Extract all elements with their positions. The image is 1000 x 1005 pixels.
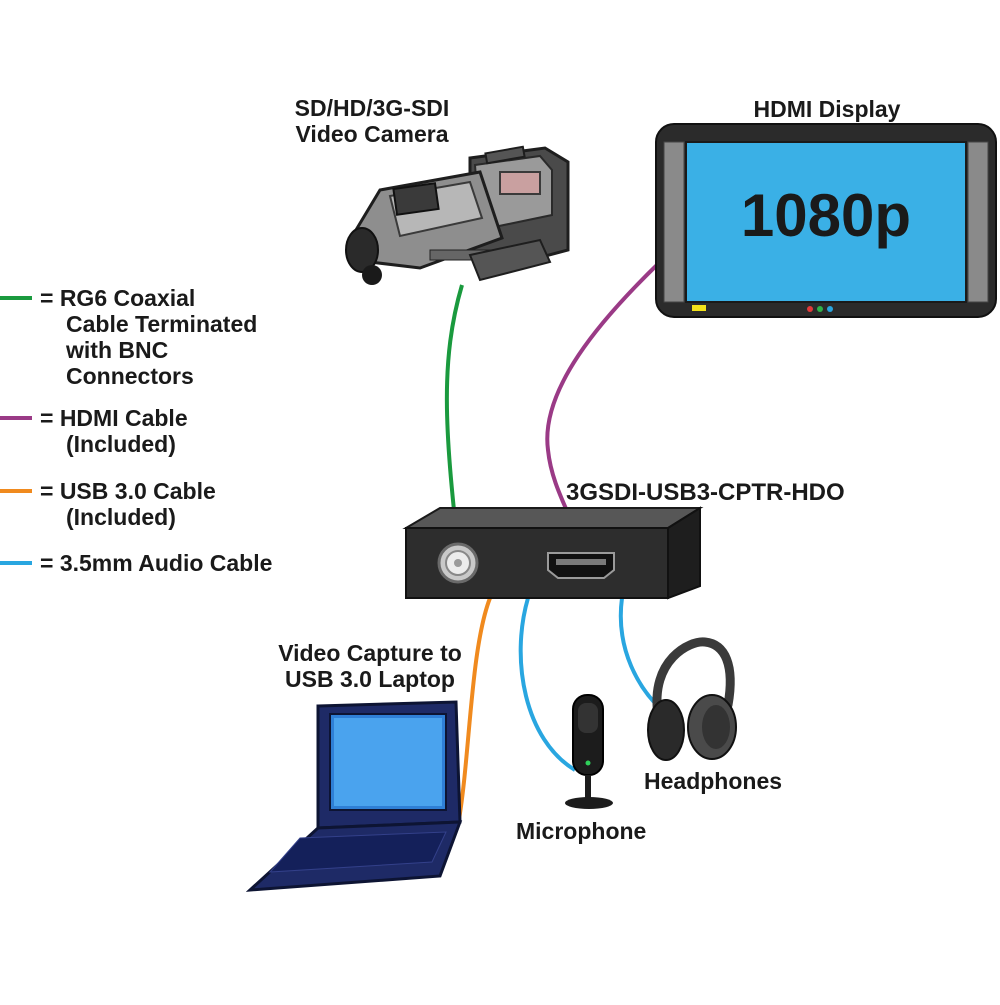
headphones-icon: [647, 637, 737, 761]
legend-item-audio: = 3.5mm Audio Cable: [0, 550, 272, 576]
legend-swatch-audio: [0, 561, 32, 565]
coax-cable: [444, 284, 464, 549]
hdmi-display-icon: [655, 123, 997, 318]
display-resolution-text: 1080p: [741, 182, 911, 249]
display-title: HDMI Display: [753, 96, 901, 122]
camera-label-line1: SD/HD/3G-SDI: [294, 95, 450, 121]
headphones-label: Headphones: [644, 768, 783, 794]
legend-text-line: = USB 3.0 Cable: [40, 478, 216, 504]
camera-label-line2: Video Camera: [295, 121, 449, 147]
microphone-icon: [565, 694, 613, 809]
usb-cable: [456, 597, 492, 826]
laptop-icon: [245, 700, 463, 892]
laptop-label-line1: Video Capture to: [278, 640, 462, 666]
legend-text-coax: = RG6 Coaxial Cable Terminated with BNC …: [40, 285, 257, 389]
legend-text-line: Cable Terminated: [66, 311, 258, 337]
legend-text-line: (Included): [66, 504, 176, 530]
legend-text-line: = 3.5mm Audio Cable: [40, 550, 273, 576]
device-model-label: 3GSDI-USB3-CPTR-HDO: [566, 479, 845, 506]
camera-label: SD/HD/3G-SDI Video Camera: [272, 95, 472, 147]
legend-text-line: = RG6 Coaxial: [40, 285, 196, 311]
legend-text-line: Connectors: [66, 363, 194, 389]
legend-swatch-hdmi: [0, 416, 32, 420]
legend-text-line: (Included): [66, 431, 176, 457]
legend-item-usb: = USB 3.0 Cable (Included): [0, 478, 216, 530]
legend-text-usb: = USB 3.0 Cable (Included): [40, 478, 216, 530]
laptop-label: Video Capture to USB 3.0 Laptop: [255, 640, 485, 692]
video-camera-icon: [345, 145, 570, 285]
legend-swatch-coax: [0, 296, 32, 300]
legend-swatch-usb: [0, 489, 32, 493]
legend-item-hdmi: = HDMI Cable (Included): [0, 405, 188, 457]
legend-text-line: with BNC: [66, 337, 169, 363]
laptop-label-line2: USB 3.0 Laptop: [285, 666, 455, 692]
audio-cable-microphone: [518, 597, 577, 772]
hdmi-port-icon: [547, 552, 615, 579]
bnc-connector-icon: [437, 542, 479, 584]
microphone-label: Microphone: [516, 818, 647, 844]
legend-text-line: = HDMI Cable: [40, 405, 188, 431]
legend-text-audio: = 3.5mm Audio Cable: [40, 550, 272, 576]
legend-text-hdmi: = HDMI Cable (Included): [40, 405, 188, 457]
legend-item-coax: = RG6 Coaxial Cable Terminated with BNC …: [0, 285, 257, 389]
